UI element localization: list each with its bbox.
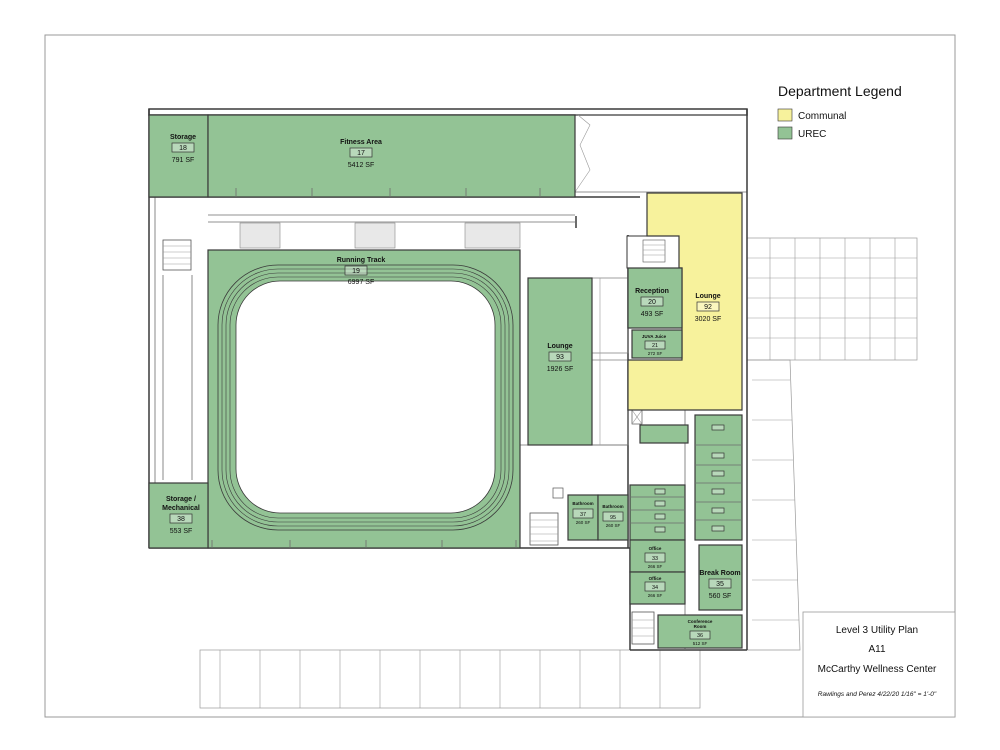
svg-text:Room: Room xyxy=(694,624,707,629)
sheet-title: Level 3 Utility Plan xyxy=(836,625,918,636)
svg-text:37: 37 xyxy=(580,512,586,518)
room-private-units-right xyxy=(639,414,743,541)
room-running-track-19: Running Track 19 6997 SF xyxy=(207,249,521,549)
svg-text:6997 SF: 6997 SF xyxy=(348,279,374,286)
column-ticks xyxy=(211,188,577,548)
room-small-units-left xyxy=(629,484,686,541)
svg-text:Conference: Conference xyxy=(688,619,713,624)
svg-text:JUVA Juice: JUVA Juice xyxy=(642,334,667,339)
svg-text:35: 35 xyxy=(716,581,724,588)
svg-text:Storage /: Storage / xyxy=(166,496,196,503)
svg-text:36: 36 xyxy=(697,633,703,639)
svg-text:1926 SF: 1926 SF xyxy=(547,366,573,373)
svg-text:38: 38 xyxy=(177,516,185,523)
svg-text:Mechanical: Mechanical xyxy=(162,505,200,512)
room-break-room-35: Break Room 35 560 SF xyxy=(698,544,743,611)
svg-text:560 SF: 560 SF xyxy=(709,593,732,600)
sheet-number: A11 xyxy=(868,644,885,655)
svg-text:272 SF: 272 SF xyxy=(648,351,663,356)
room-bathroom-95: Bathroom 95 260 SF xyxy=(597,494,629,541)
legend-label-communal: Communal xyxy=(798,111,846,122)
legend-label-urec: UREC xyxy=(798,129,826,140)
svg-text:512 SF: 512 SF xyxy=(693,641,708,646)
project-name: McCarthy Wellness Center xyxy=(818,664,937,675)
room-fitness-area-17: Fitness Area 17 5412 SF xyxy=(207,114,576,198)
svg-text:Office: Office xyxy=(649,576,662,581)
title-block: Level 3 Utility Plan A11 McCarthy Wellne… xyxy=(802,611,956,718)
svg-text:Fitness Area: Fitness Area xyxy=(340,139,382,146)
svg-text:260 SF: 260 SF xyxy=(606,523,621,528)
svg-text:92: 92 xyxy=(704,304,712,311)
department-legend: Department Legend Communal UREC xyxy=(777,83,902,140)
svg-text:20: 20 xyxy=(648,299,656,306)
legend-swatch-urec xyxy=(777,126,793,140)
room-conference-36: Conference Room 36 512 SF xyxy=(657,614,743,649)
svg-text:791 SF: 791 SF xyxy=(172,157,195,164)
svg-text:33: 33 xyxy=(652,556,658,562)
svg-text:5412 SF: 5412 SF xyxy=(348,162,374,169)
room-office-34: Office 34 266 SF xyxy=(629,571,686,605)
svg-text:93: 93 xyxy=(556,354,564,361)
svg-text:19: 19 xyxy=(352,268,360,275)
svg-text:Running Track: Running Track xyxy=(337,257,386,264)
room-lounge-92: Lounge 92 3020 SF xyxy=(627,192,743,411)
svg-text:493 SF: 493 SF xyxy=(641,311,664,318)
room-lounge-93: Lounge 93 1926 SF xyxy=(527,277,593,446)
svg-text:266 SF: 266 SF xyxy=(648,564,663,569)
svg-text:260 SF: 260 SF xyxy=(576,520,591,525)
svg-text:21: 21 xyxy=(652,343,658,349)
svg-text:553 SF: 553 SF xyxy=(170,528,193,535)
svg-text:Bathroom: Bathroom xyxy=(572,501,593,506)
svg-text:3020 SF: 3020 SF xyxy=(695,316,721,323)
svg-text:Break Room: Break Room xyxy=(699,570,740,577)
svg-text:95: 95 xyxy=(610,515,616,521)
legend-swatch-communal xyxy=(777,108,793,122)
sheet-border xyxy=(44,34,956,718)
svg-text:Storage: Storage xyxy=(170,134,196,141)
svg-text:Office: Office xyxy=(649,546,662,551)
room-storage-18: Storage 18 791 SF xyxy=(148,114,209,198)
svg-text:Lounge: Lounge xyxy=(547,343,572,350)
svg-text:Lounge: Lounge xyxy=(695,293,720,300)
svg-text:266 SF: 266 SF xyxy=(648,593,663,598)
svg-text:Reception: Reception xyxy=(635,288,669,295)
svg-text:34: 34 xyxy=(652,585,658,591)
room-reception-20: Reception 20 493 SF xyxy=(627,267,683,329)
svg-text:18: 18 xyxy=(179,145,187,152)
room-office-33: Office 33 266 SF xyxy=(629,539,686,573)
svg-text:Bathroom: Bathroom xyxy=(602,504,623,509)
drawing-credits: Rawlings and Perez 4/22/20 1/16" = 1'-0" xyxy=(818,691,937,698)
legend-title: Department Legend xyxy=(778,83,902,99)
svg-text:17: 17 xyxy=(357,150,365,157)
room-storage-mechanical-38: Storage / Mechanical 38 553 SF xyxy=(148,482,209,549)
room-bathroom-37: Bathroom 37 260 SF xyxy=(567,494,599,541)
room-juva-juice-21: JUVA Juice 21 272 SF xyxy=(631,329,683,359)
